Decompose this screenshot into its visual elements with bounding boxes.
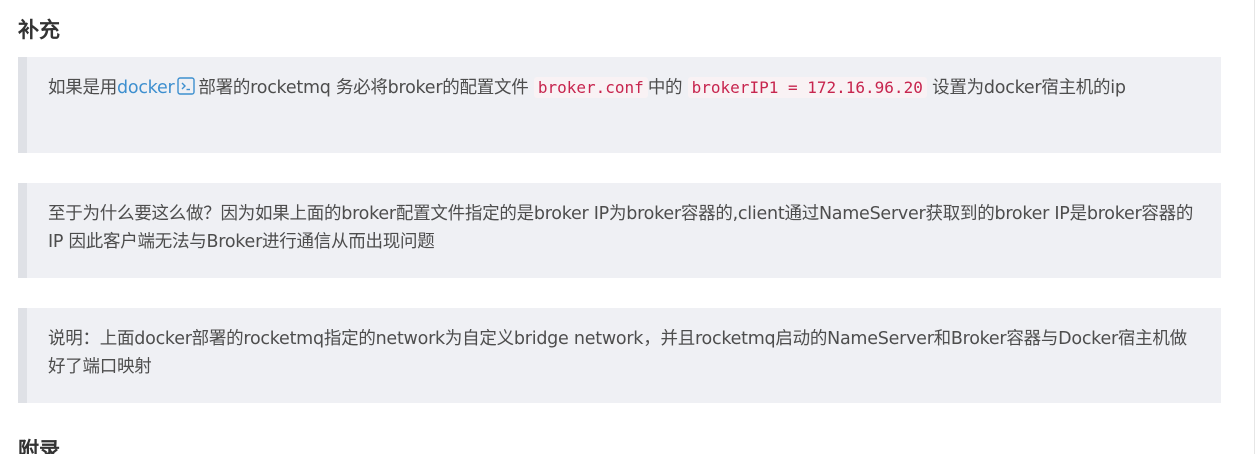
section-heading-supplement: 补充 — [18, 18, 60, 42]
section-heading-appendix: 附录 — [18, 438, 60, 454]
text-segment: 如果是用 — [48, 78, 117, 98]
note-docker-broker-config: 如果是用docker 部署的rocketmq 务必将broker的配置文件 bro… — [18, 57, 1221, 153]
terminal-link-icon[interactable] — [177, 77, 196, 95]
note-paragraph: 至于为什么要这么做？因为如果上面的broker配置文件指定的是broker IP… — [48, 204, 1194, 252]
note-network-description: 说明：上面docker部署的rocketmq指定的network为自定义brid… — [18, 308, 1221, 403]
inline-code-broker-ip: brokerIP1 = 172.16.96.20 — [687, 77, 927, 98]
note-explanation: 至于为什么要这么做？因为如果上面的broker配置文件指定的是broker IP… — [18, 183, 1221, 278]
note-paragraph: 如果是用docker 部署的rocketmq 务必将broker的配置文件 bro… — [48, 74, 1197, 102]
text-segment: 设置为docker宿主机的ip — [926, 78, 1126, 98]
page-divider — [1254, 0, 1255, 454]
docker-link[interactable]: docker — [117, 78, 175, 98]
text-segment: 中的 — [647, 78, 683, 98]
inline-code-filename: broker.conf — [533, 77, 648, 98]
note-paragraph: 说明：上面docker部署的rocketmq指定的network为自定义brid… — [48, 329, 1187, 377]
text-segment: 部署的rocketmq 务必将broker的配置文件 — [198, 78, 529, 98]
